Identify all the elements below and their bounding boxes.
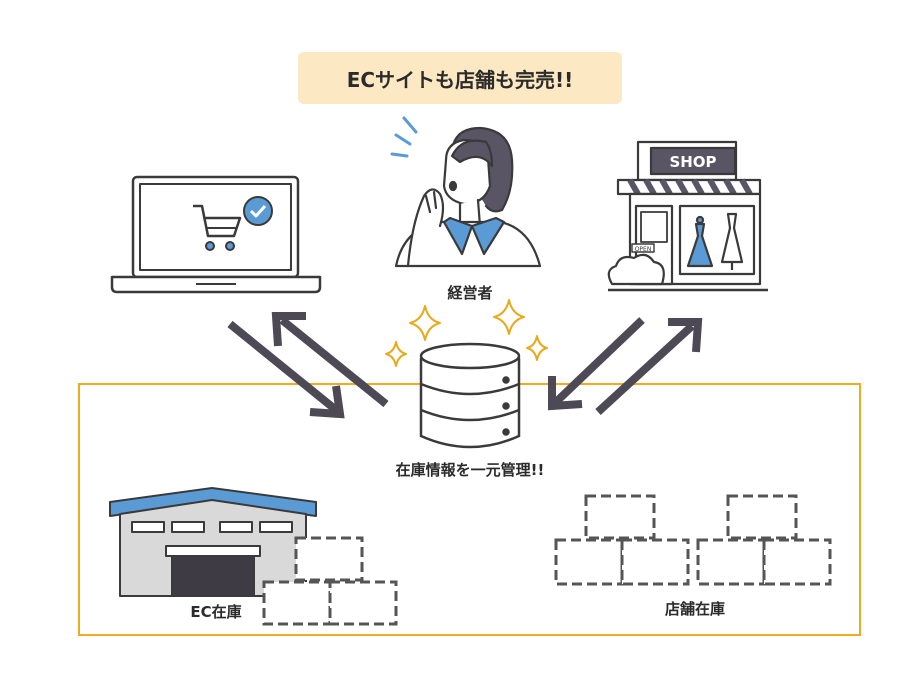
- arrow-head: [548, 376, 583, 411]
- stock-box: [262, 580, 332, 626]
- stock-box: [696, 538, 766, 586]
- store-stock-boxes: [554, 494, 832, 586]
- stock-box: [554, 538, 624, 586]
- headline-text: ECサイトも店舗も完売!!: [346, 67, 574, 92]
- warehouse-icon: [109, 487, 317, 597]
- ec-stock-boxes: [262, 536, 398, 626]
- businesswoman-icon: [390, 116, 542, 268]
- laptop-cart-icon: [110, 175, 322, 294]
- stock-box: [620, 538, 690, 586]
- stock-box: [584, 494, 656, 540]
- store-stock-label: 店舗在庫: [664, 600, 725, 618]
- owner-label: 経営者: [447, 284, 493, 302]
- arrow-head: [309, 385, 345, 419]
- sparkle-icon: [385, 299, 548, 367]
- stock-box: [328, 580, 398, 626]
- arrow-head: [271, 312, 306, 347]
- database-icon: [419, 342, 521, 449]
- open-sign-text: OPEN: [635, 246, 652, 253]
- stock-box: [762, 538, 832, 586]
- arrow-shop-to-db: [553, 317, 645, 405]
- stock-box: [726, 494, 798, 540]
- stock-box: [294, 536, 364, 582]
- shop-storefront-icon: SHOP OPEN: [607, 140, 768, 292]
- arrow-db-to-shop: [595, 323, 695, 415]
- sync-arrows: [227, 312, 703, 419]
- arrow-head: [668, 318, 703, 353]
- arrow-db-to-laptop: [279, 316, 389, 408]
- arrow-laptop-to-db: [227, 320, 339, 414]
- shop-sign-text: SHOP: [669, 153, 716, 171]
- central-db-label: 在庫情報を一元管理!!: [395, 461, 545, 479]
- headline-badge: ECサイトも店舗も完売!!: [298, 52, 622, 104]
- ec-stock-label: EC在庫: [190, 603, 242, 621]
